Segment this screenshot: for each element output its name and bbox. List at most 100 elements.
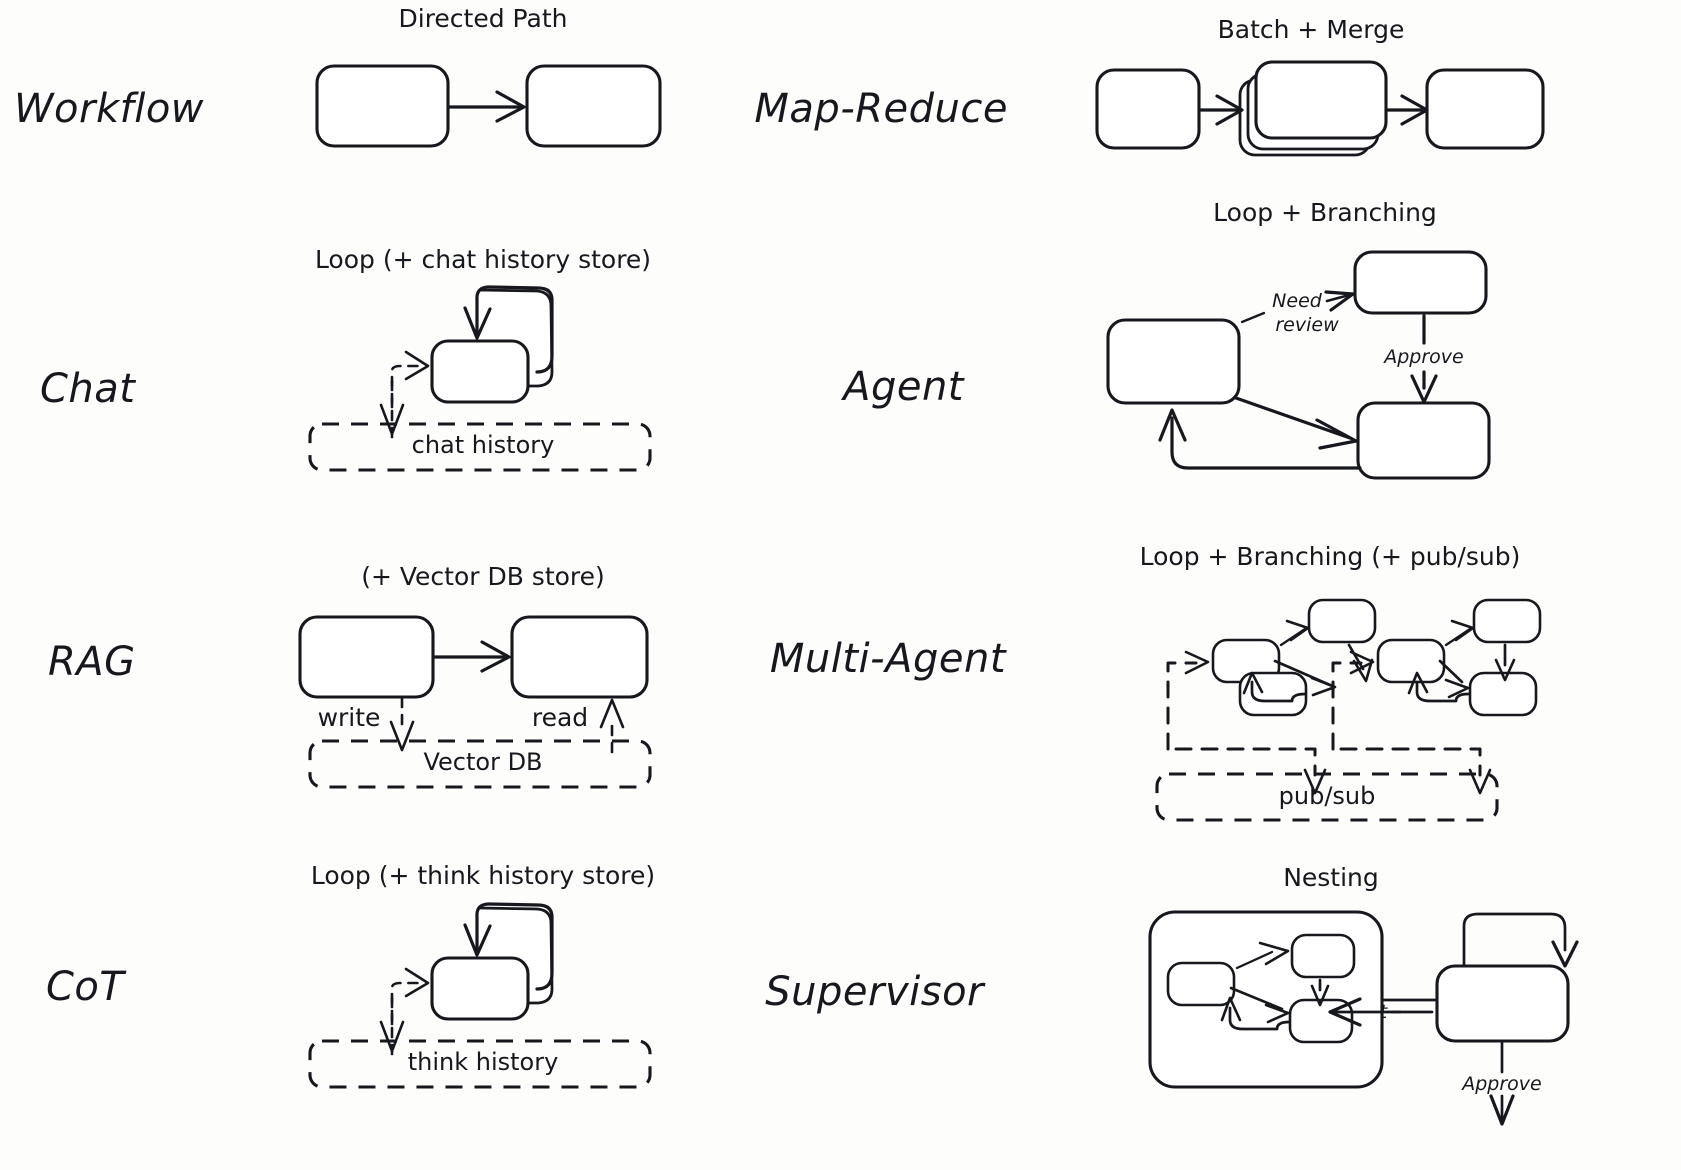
node-agent-summarize-email[interactable] (1106, 318, 1241, 405)
rag-diagram (298, 615, 652, 789)
map-reduce-diagram (1095, 60, 1545, 157)
node-upload-documents[interactable] (298, 615, 435, 699)
arrowhead-container-to-supervise (1551, 940, 1579, 968)
ma-right-arrowhead-top-to-bottom (1494, 658, 1516, 682)
multi-agent-diagram (1155, 598, 1542, 822)
store-pubsub[interactable] (1155, 772, 1499, 822)
ma-right-node-bottom[interactable] (1468, 671, 1538, 717)
supervisor-inner-loopback (1228, 1006, 1291, 1031)
ma-right-arrowhead-loopback (1407, 671, 1429, 695)
cot-diagram (308, 902, 652, 1089)
caption-directed-path: Directed Path (399, 4, 568, 33)
supervisor-arrowhead-inner-loopback (1220, 996, 1242, 1022)
ma-left-arrowhead-dashed-in (1184, 650, 1210, 675)
supervisor-edge-main-to-bottom (1229, 986, 1284, 1011)
row-label-map-reduce: Map-Reduce (754, 86, 1008, 132)
row-label-agent: Agent (840, 364, 965, 410)
row-label-multi-agent: Multi-Agent (770, 636, 1007, 682)
ma-right-arrowhead-dashed-in (1349, 650, 1375, 675)
arrowhead-think-to-history (379, 1020, 405, 1053)
ma-left-arrowhead-loopback (1242, 671, 1264, 695)
supervisor-diagram (1148, 910, 1579, 1126)
node-supervise[interactable] (1435, 964, 1570, 1043)
ma-left-dashed-out (1174, 747, 1317, 777)
ma-right-node-main[interactable] (1376, 638, 1446, 684)
store-think-history[interactable] (308, 1039, 652, 1089)
agent-diagram (1106, 250, 1491, 480)
edge-label-approve: Approve (1382, 346, 1464, 368)
ma-right-edge-main-to-bottom (1438, 659, 1464, 684)
chat-diagram (308, 285, 652, 472)
caption-loop-branching-pubsub: Loop + Branching (+ pub/sub) (1140, 542, 1521, 571)
chat-history-to-chat-line (390, 364, 420, 439)
ma-right-dashed-in (1331, 661, 1363, 751)
ma-left-edge-top-to-bottom (1347, 643, 1365, 671)
ma-right-arrowhead-dashed-out (1468, 768, 1492, 795)
arrowhead-history-to-think (404, 967, 430, 998)
ma-left-arrowhead-main-to-bottom (1310, 676, 1337, 697)
ma-left-arrowhead-main-to-top (1285, 619, 1310, 642)
caption-chat-loop: Loop (+ chat history store) (315, 245, 651, 274)
arrowhead-summarize-to-reduce (1400, 94, 1429, 126)
node-think[interactable] (430, 956, 530, 1021)
edge-label-supervisor-approve: Approve (1460, 1073, 1542, 1095)
workflow-diagram (315, 64, 662, 148)
supervisor-arrowhead-main-to-bottom (1264, 1003, 1290, 1024)
arrowhead-cot-self-loop (463, 923, 492, 957)
store-chat-history[interactable] (308, 422, 652, 472)
node-map-chunks[interactable] (1095, 68, 1201, 150)
chat-self-loop (475, 285, 554, 374)
ma-left-node-top[interactable] (1307, 598, 1377, 644)
caption-nesting: Nesting (1283, 863, 1379, 892)
ma-right-node-top[interactable] (1472, 598, 1542, 644)
ma-right-loopback (1415, 680, 1470, 703)
edge-summarize-to-draft-diagonal (1234, 396, 1352, 440)
row-label-rag: RAG (48, 639, 136, 685)
edge-summarize-to-review (1240, 311, 1266, 324)
arrowhead-need-review-tail (1325, 292, 1355, 303)
supervisor-inner-node-top[interactable] (1290, 933, 1356, 979)
edge-label-review: review (1275, 314, 1339, 336)
ma-right-dashed-out (1339, 747, 1482, 777)
arrowhead-upload-to-answer (480, 640, 511, 673)
ma-left-arrowhead-dashed-out (1303, 768, 1327, 795)
store-label-chat-history: chat history (412, 431, 555, 459)
store-vector-db[interactable] (308, 739, 652, 789)
ma-left-arrowhead-top-to-bottom (1352, 658, 1374, 683)
edge-label-read: read (532, 703, 588, 732)
multi-agent-cluster-right (1331, 598, 1542, 795)
arrowhead-review-to-draft (1410, 374, 1438, 404)
node-draft-reply[interactable] (525, 64, 662, 148)
arrowhead-map-to-summarize (1215, 94, 1244, 126)
caption-loop-branching: Loop + Branching (1213, 198, 1437, 227)
arrowhead-supervise-approve (1489, 1094, 1515, 1126)
arrowhead-write (389, 720, 415, 752)
cot-self-loop (475, 902, 554, 991)
node-answer-questions[interactable] (510, 615, 649, 699)
row-label-chat: Chat (40, 366, 136, 412)
node-summarize-chunk[interactable] (1254, 60, 1388, 140)
arrowhead-chat-self-loop (463, 306, 492, 340)
supervisor-edge-main-to-top (1235, 950, 1274, 970)
arrowhead-summarize-to-draft-diagonal (1315, 418, 1358, 450)
row-label-cot: CoT (46, 964, 127, 1010)
multi-agent-cluster-left (1166, 598, 1377, 795)
arrowhead-history-to-chat (404, 350, 430, 381)
arrowhead-read (599, 698, 625, 729)
node-chat[interactable] (430, 339, 530, 404)
arrowhead-chat-to-history (379, 403, 405, 436)
edge-label-write: write (318, 703, 381, 732)
supervisor-inner-node-main[interactable] (1166, 961, 1236, 1007)
edge-draft-to-summarize-loop (1170, 416, 1362, 470)
ma-right-arrowhead-main-to-bottom (1444, 678, 1470, 699)
ma-left-loopback (1250, 680, 1307, 703)
store-label-pubsub: pub/sub (1279, 782, 1376, 810)
node-agent-draft-reply[interactable] (1356, 401, 1491, 480)
node-review[interactable] (1353, 250, 1488, 315)
node-summarize-email[interactable] (315, 64, 450, 148)
supervisor-arrowhead-top-to-bottom (1310, 984, 1330, 1007)
node-reduce-summaries[interactable] (1425, 68, 1545, 150)
caption-cot-loop: Loop (+ think history store) (311, 861, 655, 890)
